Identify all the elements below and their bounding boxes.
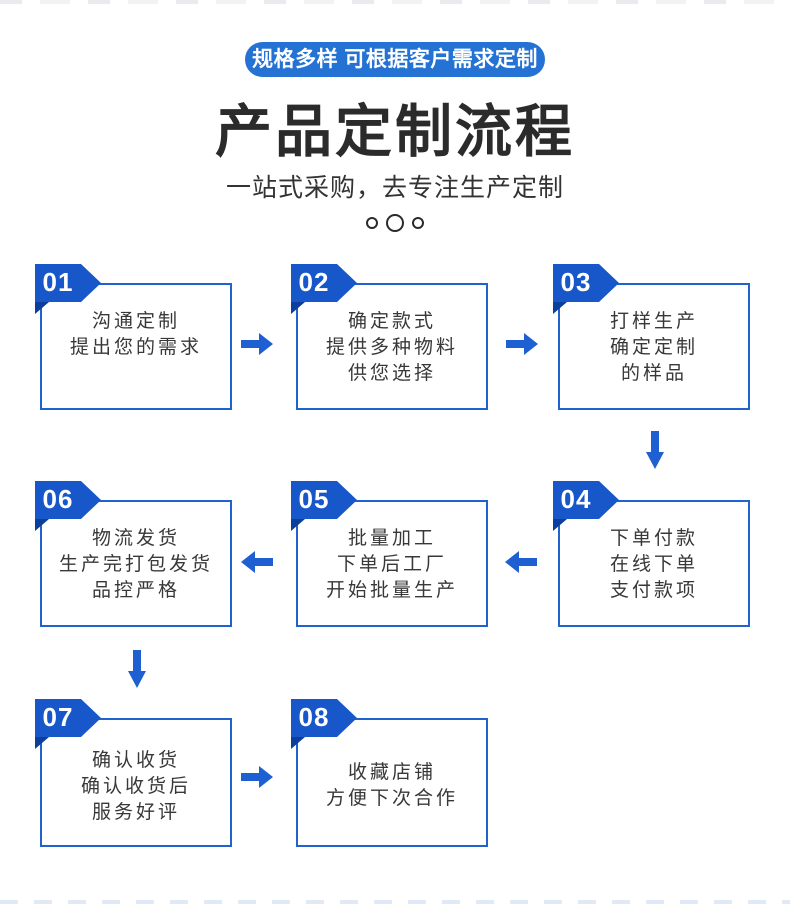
step-badge-05: 05 (291, 481, 357, 533)
arrow-right-icon (241, 766, 273, 788)
dot-large-icon (386, 214, 404, 232)
page-title: 产品定制流程 (215, 100, 575, 164)
step-text-line: 支付款项 (609, 580, 698, 601)
step-text-line: 提出您的需求 (69, 337, 202, 358)
step-number: 05 (298, 484, 330, 514)
tagline-pill: 规格多样 可根据客户需求定制 (245, 42, 545, 77)
step-text-line: 服务好评 (91, 802, 180, 823)
step-text-line: 沟通定制 (91, 311, 180, 332)
page-subtitle: 一站式采购，去专注生产定制 (225, 174, 564, 202)
bottom-dashed-strip (0, 900, 790, 904)
arrow-left-icon (505, 551, 537, 573)
arrow-left-icon (241, 551, 273, 573)
step-text-line: 确认收货后 (80, 776, 191, 797)
arrow-right-icon (506, 333, 538, 355)
step-badge-04: 04 (553, 481, 619, 533)
step-number: 08 (298, 702, 330, 732)
step-box-01: 01 沟通定制 提出您的需求 (35, 264, 232, 410)
arrow-right-icon (241, 333, 273, 355)
step-number: 01 (42, 267, 74, 297)
step-badge-06: 06 (35, 481, 101, 533)
step-text-line: 打样生产 (609, 311, 698, 332)
step-text-line: 开始批量生产 (325, 580, 458, 601)
step-text-line: 确定定制 (609, 337, 698, 358)
step-number: 03 (560, 267, 592, 297)
step-text-line: 供您选择 (347, 363, 436, 384)
step-number: 06 (42, 484, 74, 514)
step-box-02: 02 确定款式 提供多种物料 供您选择 (291, 264, 488, 410)
step-badge-01: 01 (35, 264, 101, 316)
step-text-line: 提供多种物料 (325, 337, 458, 358)
step-badge-02: 02 (291, 264, 357, 316)
step-box-07: 07 确认收货 确认收货后 服务好评 (35, 699, 232, 847)
step-box-05: 05 批量加工 下单后工厂 开始批量生产 (291, 481, 488, 627)
step-text-line: 批量加工 (347, 528, 436, 549)
step-badge-08: 08 (291, 699, 357, 751)
step-text-line: 确定款式 (347, 311, 436, 332)
step-text-line: 的样品 (620, 363, 687, 384)
step-text-line: 下单付款 (609, 528, 698, 549)
step-text-line: 在线下单 (609, 554, 698, 575)
step-text-line: 确认收货 (91, 750, 180, 771)
step-text-line: 品控严格 (91, 580, 180, 601)
top-dashed-strip (0, 0, 790, 4)
step-number: 04 (560, 484, 592, 514)
step-text-line: 下单后工厂 (336, 554, 447, 575)
arrow-down-icon (646, 431, 664, 469)
step-text-line: 方便下次合作 (325, 788, 458, 809)
step-box-06: 06 物流发货 生产完打包发货 品控严格 (35, 481, 232, 627)
step-box-08: 08 收藏店铺 方便下次合作 (291, 699, 488, 847)
step-text-line: 收藏店铺 (347, 762, 436, 783)
step-badge-07: 07 (35, 699, 101, 751)
step-number: 02 (298, 267, 330, 297)
step-badge-03: 03 (553, 264, 619, 316)
step-number: 07 (42, 702, 74, 732)
dot-small-icon (366, 217, 378, 229)
step-box-03: 03 打样生产 确定定制 的样品 (553, 264, 750, 410)
dot-small-icon (412, 217, 424, 229)
step-text-line: 物流发货 (91, 528, 180, 549)
step-text-line: 生产完打包发货 (58, 554, 213, 575)
decorative-dots (0, 213, 790, 233)
arrow-down-icon (128, 650, 146, 688)
step-box-04: 04 下单付款 在线下单 支付款项 (553, 481, 750, 627)
